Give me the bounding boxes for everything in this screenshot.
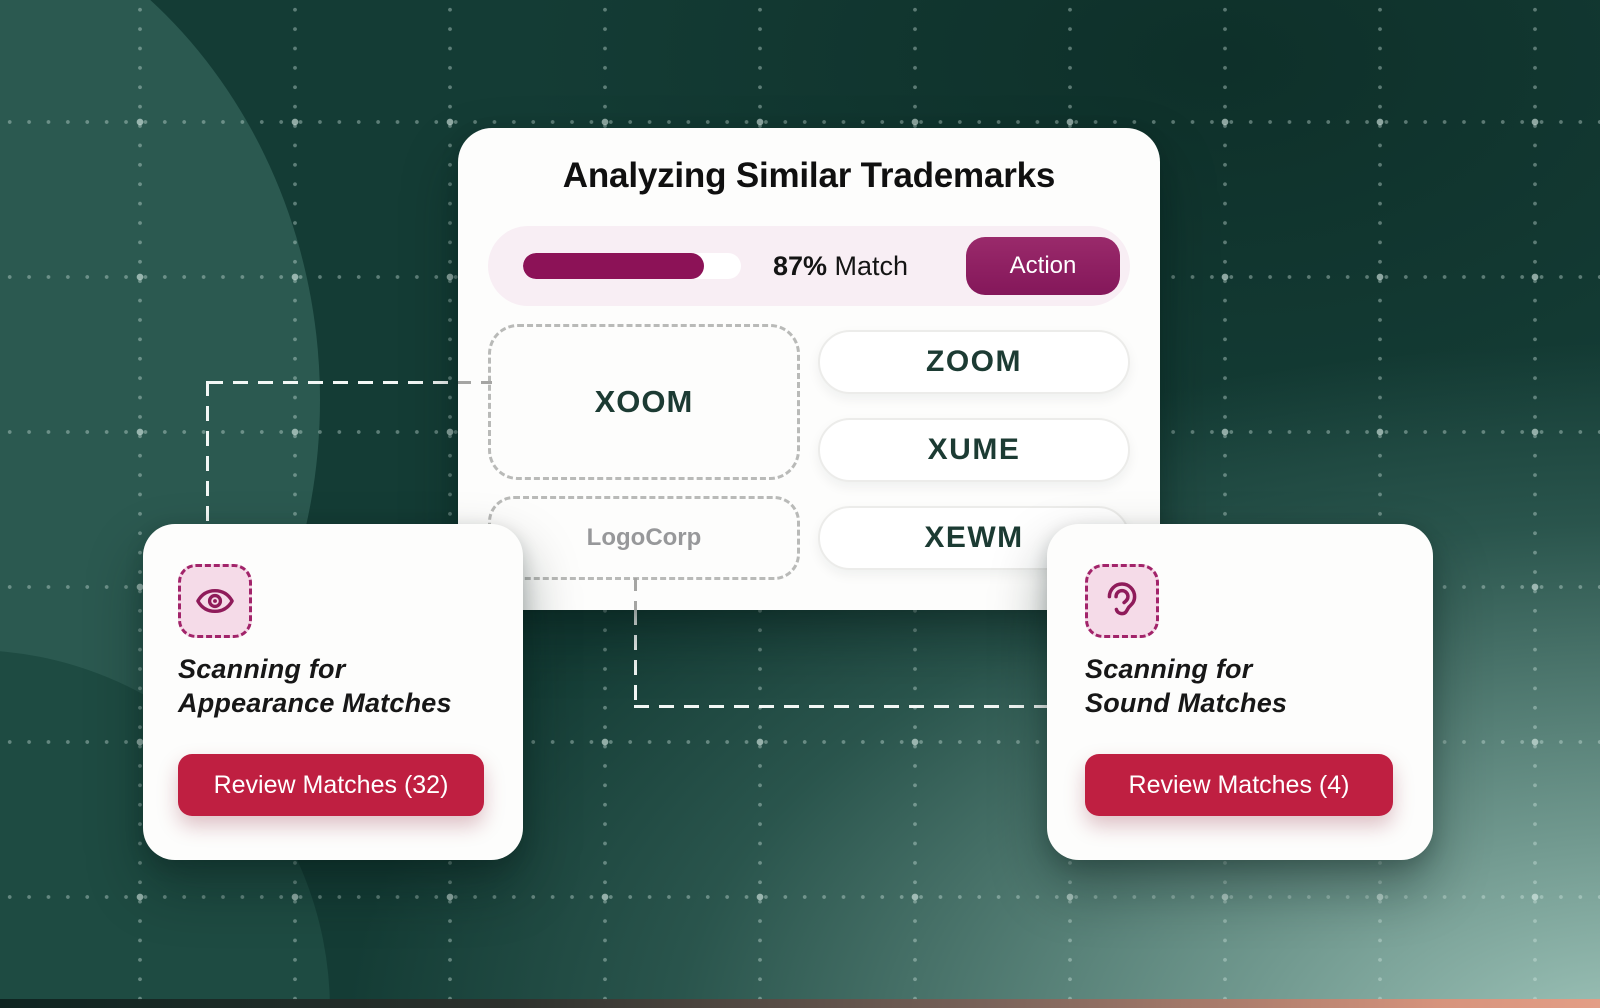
- eye-icon: [196, 589, 234, 613]
- appearance-scan-line2: Appearance Matches: [178, 688, 452, 718]
- appearance-scan-line1: Scanning for: [178, 654, 346, 684]
- review-appearance-matches-button[interactable]: Review Matches (32): [178, 754, 484, 816]
- review-sound-matches-button[interactable]: Review Matches (4): [1085, 754, 1393, 816]
- progress-bar-track: [523, 253, 741, 279]
- trademark-analysis-card: Analyzing Similar Trademarks 87% Match A…: [458, 128, 1160, 610]
- sound-scan-line1: Scanning for: [1085, 654, 1253, 684]
- match-unit: Match: [827, 250, 909, 281]
- match-progress-section: 87% Match Action: [488, 226, 1130, 306]
- connector-sound-vertical: [634, 610, 637, 708]
- eye-icon-tile: [178, 564, 252, 638]
- sound-scan-label: Scanning for Sound Matches: [1085, 652, 1287, 720]
- company-mark-box: LogoCorp: [488, 496, 800, 580]
- connector-appearance-horizontal-on-card: [458, 381, 492, 384]
- candidate-mark-xume[interactable]: XUME: [818, 418, 1130, 482]
- connector-appearance-horizontal: [208, 381, 458, 384]
- background-bottom-strip: [0, 999, 1600, 1008]
- action-button[interactable]: Action: [966, 237, 1120, 295]
- query-mark-box: XOOM: [488, 324, 800, 480]
- match-percent-label: 87% Match: [773, 251, 908, 282]
- company-mark-label: LogoCorp: [586, 524, 702, 551]
- match-percent-value: 87%: [773, 250, 828, 281]
- query-mark-label: XOOM: [594, 384, 694, 419]
- connector-sound-vertical-on-card: [634, 578, 637, 610]
- connector-sound-horizontal: [634, 705, 1048, 708]
- sound-scan-line2: Sound Matches: [1085, 688, 1288, 718]
- appearance-scan-label: Scanning for Appearance Matches: [178, 652, 452, 720]
- progress-fill: [523, 253, 704, 279]
- page-title: Analyzing Similar Trademarks: [562, 156, 1056, 195]
- connector-appearance-vertical: [206, 381, 209, 525]
- appearance-matches-card: Scanning for Appearance Matches Review M…: [143, 524, 523, 860]
- candidate-mark-zoom[interactable]: ZOOM: [818, 330, 1130, 394]
- sound-matches-card: Scanning for Sound Matches Review Matche…: [1047, 524, 1433, 860]
- ear-icon: [1107, 582, 1137, 616]
- ear-icon-tile: [1085, 564, 1159, 638]
